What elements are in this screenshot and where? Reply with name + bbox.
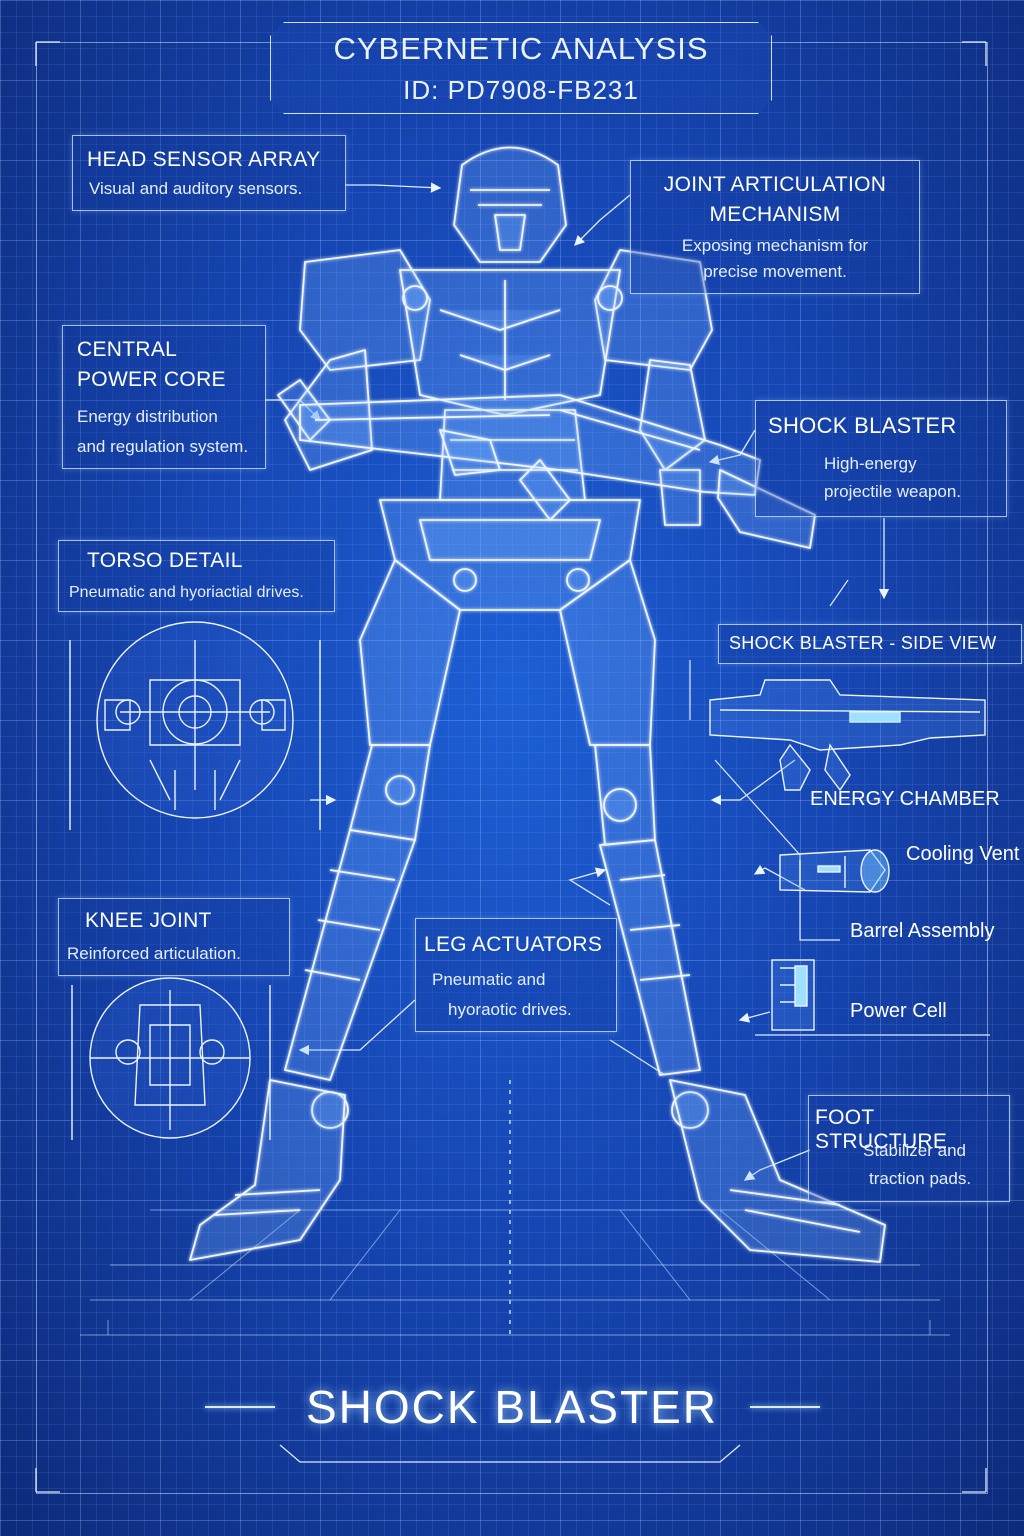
title-panel: CYBERNETIC ANALYSIS ID: PD7908-FB231 [270,22,772,114]
analysis-id: ID: PD7908-FB231 [403,75,639,105]
callout-title-line1: CENTRAL [77,338,178,361]
energy-chamber-icon [779,849,890,893]
footer-line-right [750,1406,820,1408]
callout-desc-line2: hyoraotic drives. [448,1000,572,1019]
callout-torso-detail: TORSO DETAIL Pneumatic and hyoriactial d… [58,540,335,612]
shock-blaster-side-icon [709,679,986,792]
footer-line-left [205,1406,275,1408]
label-cooling-vent: Cooling Vent [906,843,1020,865]
robot-illustration [189,146,886,1263]
torso-detail-diagram [69,621,321,830]
callout-head-sensor: HEAD SENSOR ARRAY Visual and auditory se… [72,135,346,211]
callout-desc-line1: Exposing mechanism for [681,236,869,255]
callout-joint-articulation: JOINT ARTICULATION MECHANISM Exposing me… [630,160,920,294]
callout-desc-line2: and regulation system. [77,437,249,456]
label-power-cell: Power Cell [850,1000,947,1022]
callout-side-view: SHOCK BLASTER - SIDE VIEW [718,624,1022,664]
callout-title: KNEE JOINT [85,909,212,932]
callout-desc: Pneumatic and hyoriactial drives. [69,584,304,601]
callout-desc-line2: precise movement. [703,262,847,281]
callout-desc-line2: projectile weapon. [824,482,962,501]
callout-title: SHOCK BLASTER - SIDE VIEW [729,633,997,653]
callout-title: SHOCK BLASTER [768,413,957,438]
page-title: CYBERNETIC ANALYSIS [333,31,709,66]
callout-desc: Visual and auditory sensors. [89,179,303,198]
callout-desc-line1: Stabilizer and [863,1141,967,1160]
callout-title-line2: MECHANISM [709,203,841,226]
label-energy-chamber: ENERGY CHAMBER [810,788,1000,810]
callout-title-line2: POWER CORE [77,368,226,391]
footer-title: SHOCK BLASTER [306,1381,718,1433]
callout-shock-blaster: SHOCK BLASTER High-energy projectile wea… [755,400,1007,517]
callout-desc-line2: traction pads. [869,1169,972,1188]
label-barrel-assembly: Barrel Assembly [850,920,995,942]
callout-title: LEG ACTUATORS [424,933,603,956]
callout-desc-line1: Pneumatic and [432,970,546,989]
callout-desc: Reinforced articulation. [67,944,241,963]
callout-desc-line1: High-energy [824,454,917,473]
callout-leg-actuators: LEG ACTUATORS Pneumatic and hyoraotic dr… [415,918,617,1032]
outer-frame [36,42,988,1494]
knee-joint-diagram [71,977,271,1140]
callout-foot-structure: FOOT STRUCTURE Stabilizer and traction p… [808,1095,1010,1202]
callout-title: HEAD SENSOR ARRAY [87,148,321,171]
callout-power-core: CENTRAL POWER CORE Energy distribution a… [62,325,266,469]
callout-title-line1: JOINT ARTICULATION [663,173,887,196]
power-cell-icon [771,959,815,1031]
callout-desc-line1: Energy distribution [77,407,218,426]
callout-knee-joint: KNEE JOINT Reinforced articulation. [58,898,290,976]
callout-title: TORSO DETAIL [87,549,243,572]
callout-title: FOOT STRUCTURE [815,1106,948,1153]
